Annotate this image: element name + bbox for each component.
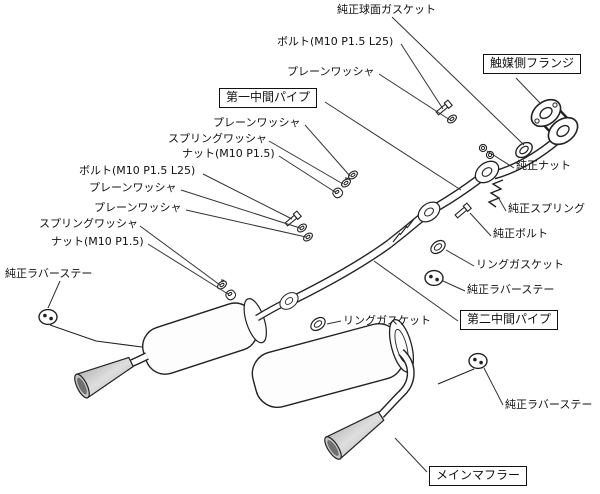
bolt-left-drawing xyxy=(283,210,302,228)
springwasher-lower-drawing xyxy=(214,277,229,292)
label-oem-bolt: 純正ボルト xyxy=(493,227,548,240)
bolt-top-drawing xyxy=(434,99,453,117)
label-oem-nut: 純正ナット xyxy=(516,159,571,172)
label-main-muffler: メインマフラー xyxy=(429,466,528,486)
front-exhaust-tip xyxy=(74,356,134,399)
front-outlet-pipe-drawing xyxy=(130,352,149,367)
label-rubber-stay-bottom: 純正ラバーステー xyxy=(505,398,593,411)
first-intermediate-pipe-drawing xyxy=(386,137,559,248)
label-rubber-stay-left: 純正ラバーステー xyxy=(5,267,93,280)
label-spring-washer-2: スプリングワッシャ xyxy=(39,217,138,230)
nut-mid-drawing xyxy=(330,185,345,200)
second-intermediate-pipe-drawing xyxy=(292,240,392,304)
muffler-inlet-pipe-drawing xyxy=(255,288,302,322)
label-ring-gasket-mid: リングガスケット xyxy=(343,314,431,327)
rubber-stay-left-drawing xyxy=(38,308,58,326)
label-bolt-top: ボルト(M10 P1.5 L25) xyxy=(277,35,394,48)
label-second-intermediate-pipe: 第二中間パイプ xyxy=(460,310,559,330)
catalyst-flange-drawing xyxy=(525,93,584,151)
label-plain-washer-4: プレーンワッシャ xyxy=(94,201,182,214)
label-nut-2: ナット(M10 P1.5) xyxy=(51,235,144,248)
rubber-stay-right-drawing xyxy=(424,269,444,287)
label-first-intermediate-pipe: 第一中間パイプ xyxy=(219,88,318,108)
ring-gasket-mid-drawing xyxy=(307,314,329,334)
label-oem-spring: 純正スプリング xyxy=(508,202,585,215)
label-plain-washer-2: プレーンワッシャ xyxy=(213,116,301,129)
label-catalyst-side-flange: 触媒側フランジ xyxy=(483,54,582,74)
oem-nut-a-drawing xyxy=(478,143,488,153)
leader-lines xyxy=(47,16,542,473)
rubber-stay-bottom-drawing xyxy=(468,352,488,370)
label-bolt-left: ボルト(M10 P1.5 L25) xyxy=(79,164,196,177)
nut-lower-drawing xyxy=(223,287,238,302)
oem-bolt-drawing xyxy=(453,202,472,220)
front-muffler-drawing xyxy=(142,298,267,375)
rear-exhaust-tip xyxy=(324,411,385,460)
hanger-rod-left xyxy=(49,324,143,348)
label-spring-washer-1: スプリングワッシャ xyxy=(168,132,267,145)
washer-left-a-drawing xyxy=(295,221,309,235)
oem-spring-drawing xyxy=(487,179,504,208)
label-ring-gasket-right: リングガスケット xyxy=(476,258,564,271)
label-plain-washer-1: プレーンワッシャ xyxy=(287,65,375,78)
ring-gasket-right-drawing xyxy=(427,237,449,257)
label-plain-washer-3: プレーンワッシャ xyxy=(89,181,177,194)
label-genuine-spherical-gasket: 純正球面ガスケット xyxy=(337,3,436,16)
label-rubber-stay-right: 純正ラバーステー xyxy=(467,283,555,296)
hanger-rod-rear xyxy=(437,368,475,385)
label-nut-1: ナット(M10 P1.5) xyxy=(182,147,275,160)
rear-outlet-pipe-drawing xyxy=(378,349,415,418)
